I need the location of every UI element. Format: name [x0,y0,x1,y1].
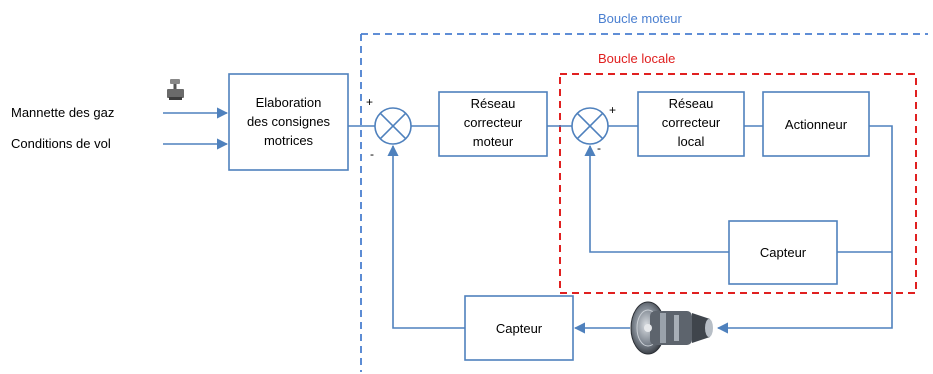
actuator-label: Actionneur [785,117,848,132]
turbofan-engine-icon [630,301,713,355]
local-loop-label: Boucle locale [598,51,675,66]
engine-loop-label: Boucle moteur [598,11,682,26]
setpoint-line-1: Elaboration [256,95,322,110]
engine-controller-block: Réseau correcteur moteur [438,91,548,157]
local-sensor-label: Capteur [760,245,807,260]
local-sum-plus: + [609,103,616,117]
setpoint-line-2: des consignes [247,114,331,129]
engine-controller-line-1: Réseau [471,96,516,111]
engine-sensor-block: Capteur [464,295,574,361]
actuator-output-wire [716,125,893,334]
engine-sum-plus: + [366,95,373,109]
local-controller-line-1: Réseau [669,96,714,111]
engine-loop-frame [360,33,928,372]
engine-controller-line-3: moteur [473,134,514,149]
setpoint-line-3: motrices [264,133,314,148]
flight-conditions-label: Conditions de vol [11,136,111,151]
local-controller-line-2: correcteur [662,115,721,130]
engine-controller-line-2: correcteur [464,115,523,130]
local-controller-block: Réseau correcteur local [637,91,745,157]
engine-feedback-wire [387,144,465,329]
local-summing-junction [571,107,609,145]
actuator-block: Actionneur [762,91,870,157]
local-controller-line-3: local [678,134,705,149]
local-sensor-block: Capteur [728,220,838,285]
engine-sum-minus: - [370,147,374,161]
engine-sensor-label: Capteur [496,321,543,336]
setpoint-elaboration-block: Elaboration des consignes motrices [228,73,349,171]
local-feedback-wire [584,144,729,253]
throttle-input-label: Mannette des gaz [11,105,114,120]
throttle-lever-icon [167,79,184,100]
local-sum-minus: - [597,141,601,155]
engine-summing-junction [374,107,412,145]
